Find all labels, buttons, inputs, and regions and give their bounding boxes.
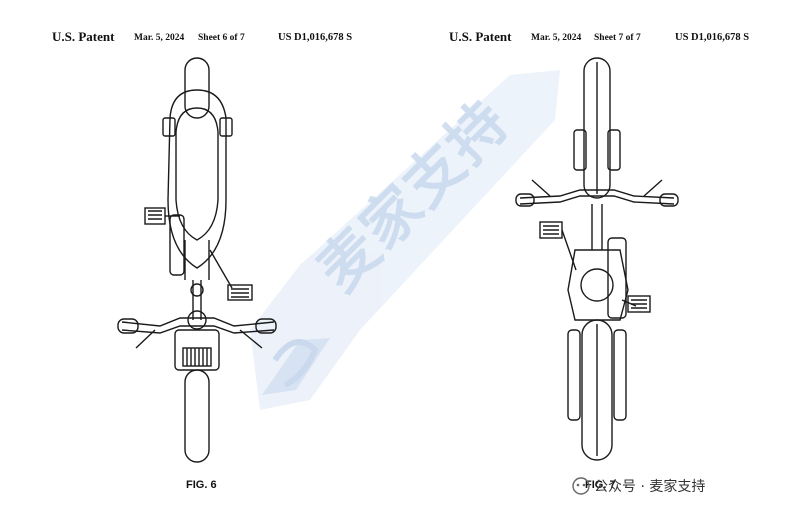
source-credit: 公众号 · 麦家支持 [572,476,705,500]
sheet-header-left: U.S. Patent Mar. 5, 2024 Sheet 6 of 7 US… [0,29,400,50]
patent-date: Mar. 5, 2024 [134,33,185,43]
figure-label: FIG. 6 [186,479,217,491]
sheet-header-right: U.S. Patent Mar. 5, 2024 Sheet 7 of 7 US… [0,29,800,50]
patent-title: U.S. Patent [52,29,115,44]
wechat-official-account-icon [572,477,590,495]
patent-date: Mar. 5, 2024 [531,33,582,43]
sheet-number: Sheet 6 of 7 [198,33,245,43]
patent-number: US D1,016,678 S [675,32,750,43]
credit-text: 公众号 · 麦家支持 [594,479,706,495]
patent-title: U.S. Patent [449,29,512,44]
figure-label: FIG. 7 [585,479,616,491]
sheet-number: Sheet 7 of 7 [594,33,641,43]
patent-number: US D1,016,678 S [278,32,353,43]
